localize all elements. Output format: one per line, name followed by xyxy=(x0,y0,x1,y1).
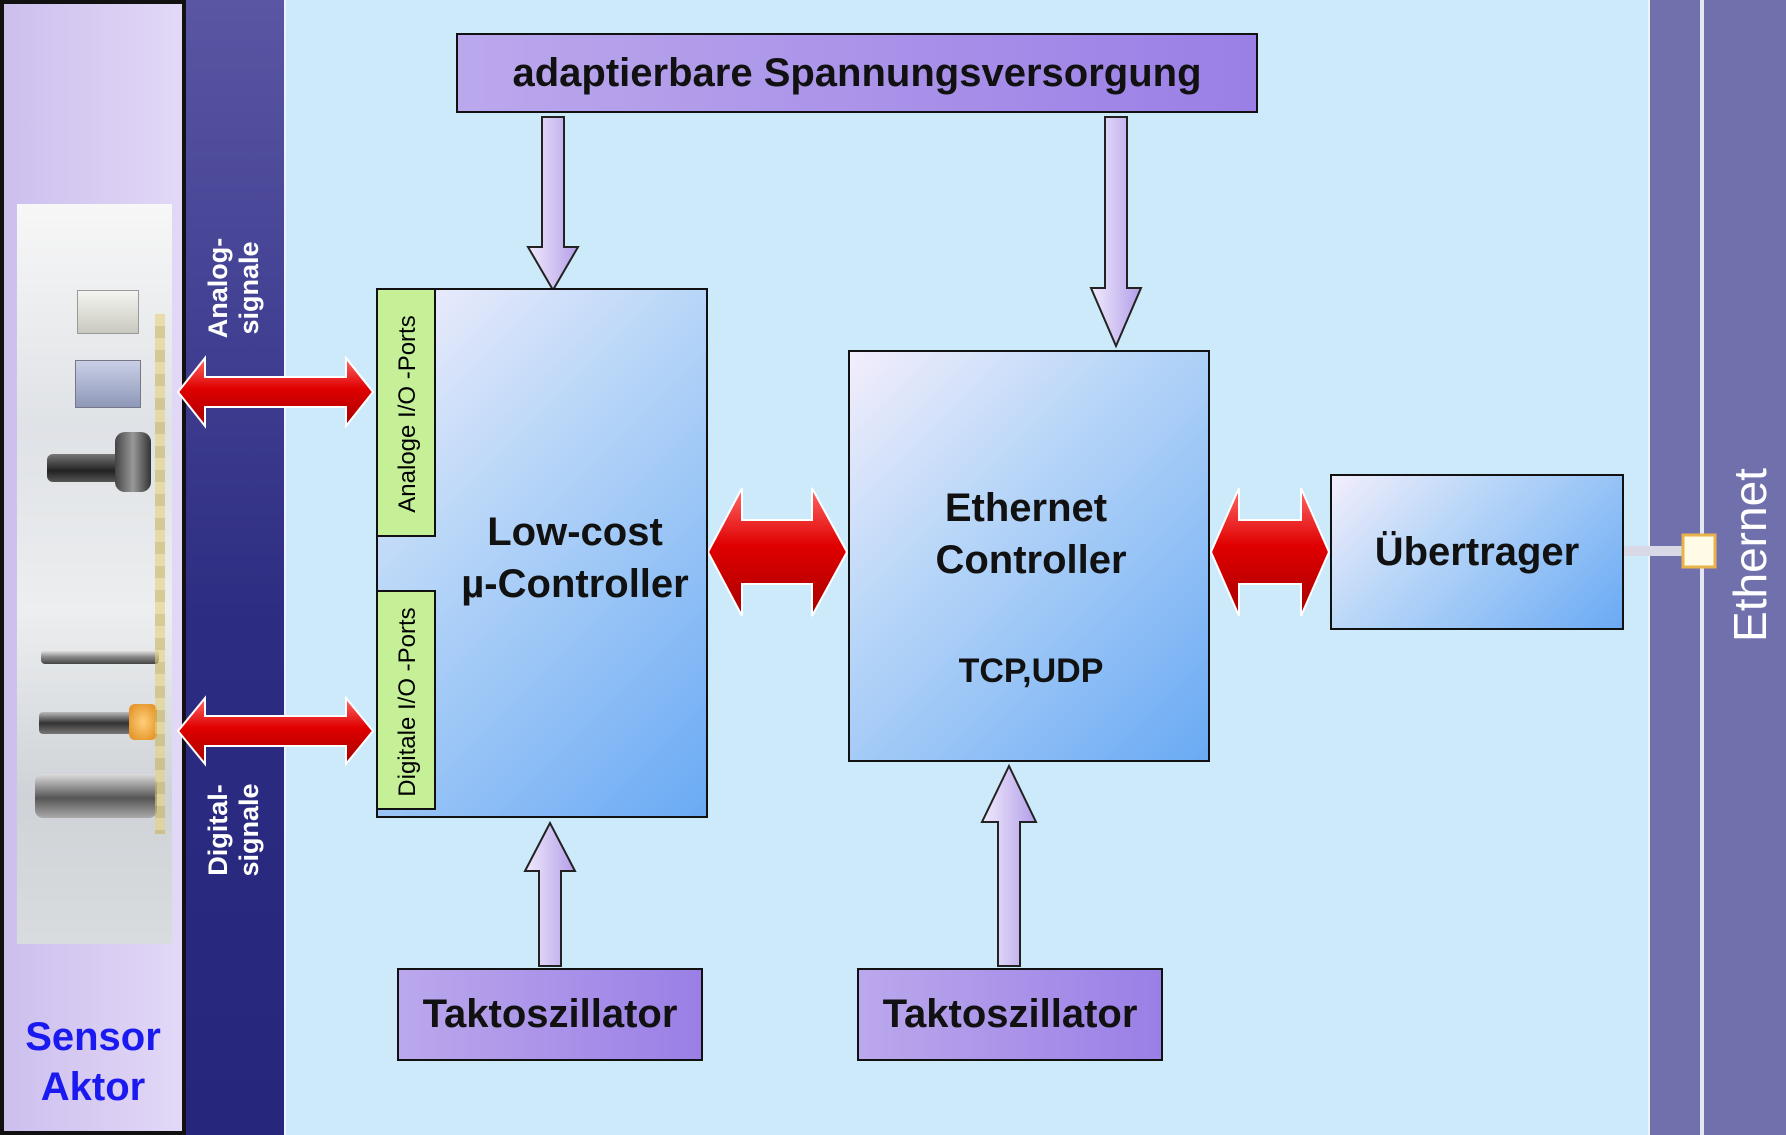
analog-signals-label-line1: Analog- xyxy=(203,237,233,339)
transformer-box: Übertrager xyxy=(1330,474,1624,630)
digital-signals-label-line2: signale xyxy=(234,783,264,877)
power-supply-label: adaptierbare Spannungsversorgung xyxy=(512,50,1202,95)
mcu-ethernet-data-arrow xyxy=(706,487,849,617)
microcontroller-label-line2: µ-Controller xyxy=(461,562,689,606)
oscillator-arrow-to-ethernet xyxy=(980,763,1038,967)
rod-sensor-icon xyxy=(41,650,159,664)
proximity-sensor-led-icon xyxy=(129,704,157,740)
ethernet-controller-box: Ethernet Controller TCP,UDP xyxy=(848,350,1210,762)
actor-label: Aktor xyxy=(40,1065,146,1109)
cable-icon xyxy=(155,314,165,834)
sensor-box-icon xyxy=(77,290,139,334)
sensor-photo xyxy=(17,204,172,944)
ethernet-controller-label-line1: Ethernet xyxy=(944,486,1108,530)
ethernet-cable-line xyxy=(1624,546,1700,556)
ethernet-band xyxy=(1650,0,1786,1135)
ethernet-port-square-icon xyxy=(1681,533,1717,569)
supply-arrow-to-ethernet xyxy=(1089,116,1143,349)
analog-signal-arrow xyxy=(176,355,375,429)
analog-signals-label-line2: signale xyxy=(234,241,264,335)
clock-oscillator-mcu-label: Taktoszillator xyxy=(422,992,678,1036)
digital-signals-label-line1: Digital- xyxy=(203,784,233,876)
ethernet-controller-label-line2: Controller xyxy=(935,538,1127,582)
digital-io-ports-label: Digitale I/O -Ports xyxy=(394,607,421,797)
signal-band xyxy=(186,0,284,1135)
microcontroller-label: Low-cost µ-Controller xyxy=(440,506,710,610)
supply-arrow-to-mcu xyxy=(526,116,580,292)
clock-oscillator-ethernet: Taktoszillator xyxy=(857,968,1163,1061)
power-supply-box: adaptierbare Spannungsversorgung xyxy=(456,33,1258,113)
ethernet-network-label: Ethernet xyxy=(1724,468,1776,642)
clock-oscillator-ethernet-label: Taktoszillator xyxy=(882,992,1138,1036)
cylinder-sensor-head-icon xyxy=(115,432,151,492)
ethernet-transformer-data-arrow xyxy=(1209,487,1331,617)
ethernet-controller-label: Ethernet Controller xyxy=(850,482,1212,586)
analog-signals-label: Analog- signale xyxy=(203,213,267,363)
oscillator-arrow-to-mcu xyxy=(523,820,577,967)
digital-io-ports: Digitale I/O -Ports xyxy=(376,590,436,810)
analog-io-ports: Analoge I/O -Ports xyxy=(376,288,436,537)
proximity-sensor-icon xyxy=(39,712,149,734)
large-sensor-icon xyxy=(35,774,157,818)
sensor-actor-label: Sensor Aktor xyxy=(4,1012,182,1112)
clock-oscillator-mcu: Taktoszillator xyxy=(397,968,703,1061)
digital-signal-arrow xyxy=(176,695,375,767)
sensor-label: Sensor xyxy=(25,1015,161,1059)
ethernet-controller-protocols: TCP,UDP xyxy=(958,652,1104,690)
digital-signals-label: Digital- signale xyxy=(203,755,267,905)
analog-io-ports-label: Analoge I/O -Ports xyxy=(394,315,421,513)
microcontroller-label-line1: Low-cost xyxy=(487,510,663,554)
transformer-label: Übertrager xyxy=(1374,529,1580,574)
terminal-block-icon xyxy=(75,360,141,408)
